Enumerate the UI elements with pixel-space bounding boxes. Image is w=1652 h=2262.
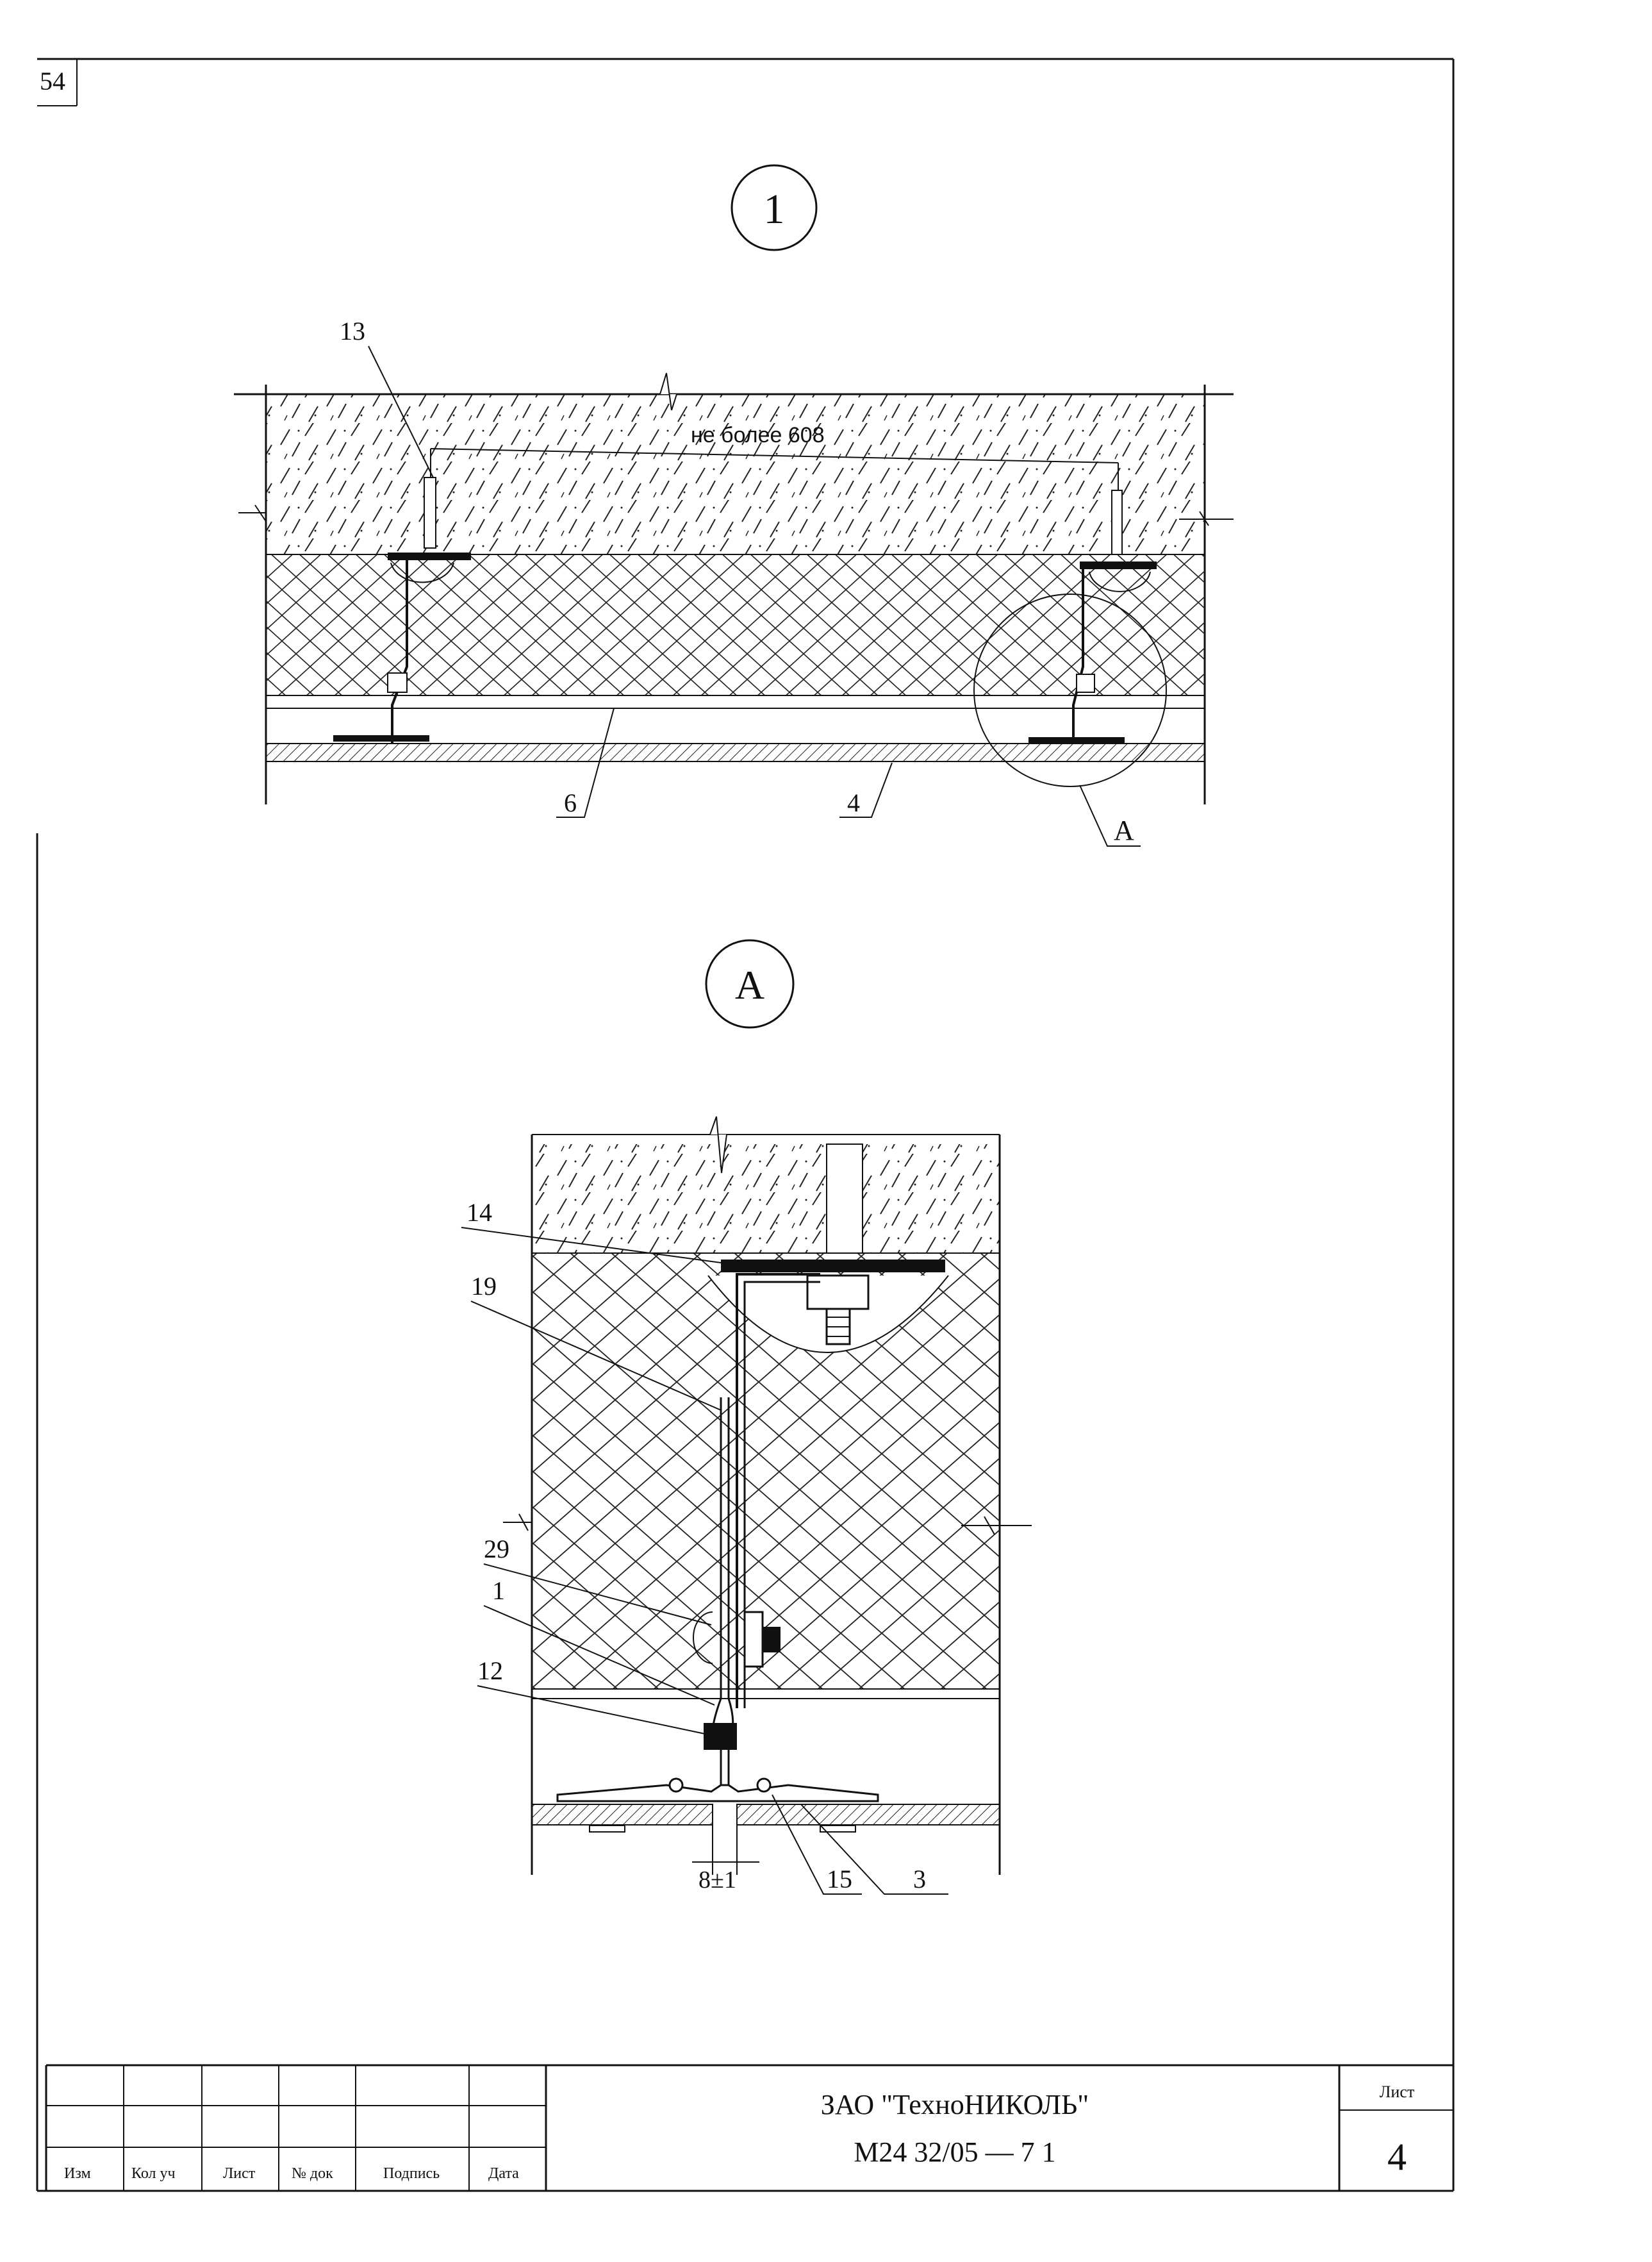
callout-1: 1 [492, 1576, 505, 1605]
sheet-label: Лист [1380, 2083, 1414, 2101]
view-a-marker-label: А [735, 962, 764, 1008]
gap-dimension: 8±1 [698, 1867, 736, 1893]
dimension-label: не более 608 [691, 423, 825, 447]
callout-19: 19 [471, 1272, 497, 1301]
view-a-marker: А [705, 939, 795, 1029]
detail-board-left [531, 1804, 713, 1825]
header-signature: Подпись [383, 2165, 440, 2182]
view-1-marker-label: 1 [764, 186, 785, 233]
detail-circle-a [973, 594, 1167, 787]
callout-29: 29 [484, 1534, 509, 1563]
detail-concrete [532, 1144, 1000, 1253]
header-date: Дата [488, 2165, 519, 2182]
header-doc-no: № док [292, 2165, 333, 2182]
title-block [45, 2064, 1453, 2191]
callout-6: 6 [564, 788, 577, 817]
callout-3: 3 [913, 1865, 926, 1893]
detail-board-right [736, 1804, 1000, 1825]
title-block-headers: Изм Кол уч Лист № док Подпись Дата [64, 2165, 519, 2182]
document-code: М24 32/05 — 7 1 [854, 2136, 1055, 2168]
hanger-right [1028, 490, 1157, 744]
callout-4: 4 [847, 788, 860, 817]
page-corner-number: 54 [40, 67, 65, 96]
callout-14: 14 [467, 1198, 492, 1227]
view-1-callouts: 13 6 4 А [340, 317, 1141, 847]
concrete-slab [266, 394, 1205, 554]
header-list: Лист [223, 2165, 256, 2182]
header-izm: Изм [64, 2165, 91, 2182]
insulation-layer [266, 554, 1205, 695]
sheet-number: 4 [1387, 2136, 1407, 2178]
callout-13: 13 [340, 317, 365, 345]
page-frame [36, 58, 1455, 2192]
callout-15: 15 [827, 1865, 852, 1893]
header-kol-uch: Кол уч [131, 2165, 176, 2182]
callout-12: 12 [477, 1656, 503, 1685]
view-1-section: не более 608 [234, 372, 1234, 804]
view-a-callouts: 14 19 29 1 12 15 3 [461, 1198, 948, 1895]
hanger-left [333, 477, 471, 744]
callout-a: А [1114, 815, 1134, 846]
view-1-marker: 1 [731, 164, 818, 251]
detail-hanger [693, 1273, 820, 1785]
company-name: ЗАО "ТехноНИКОЛЬ" [821, 2089, 1089, 2120]
view-a-section: 8±1 [503, 1116, 1032, 1893]
ceiling-board [265, 743, 1205, 762]
